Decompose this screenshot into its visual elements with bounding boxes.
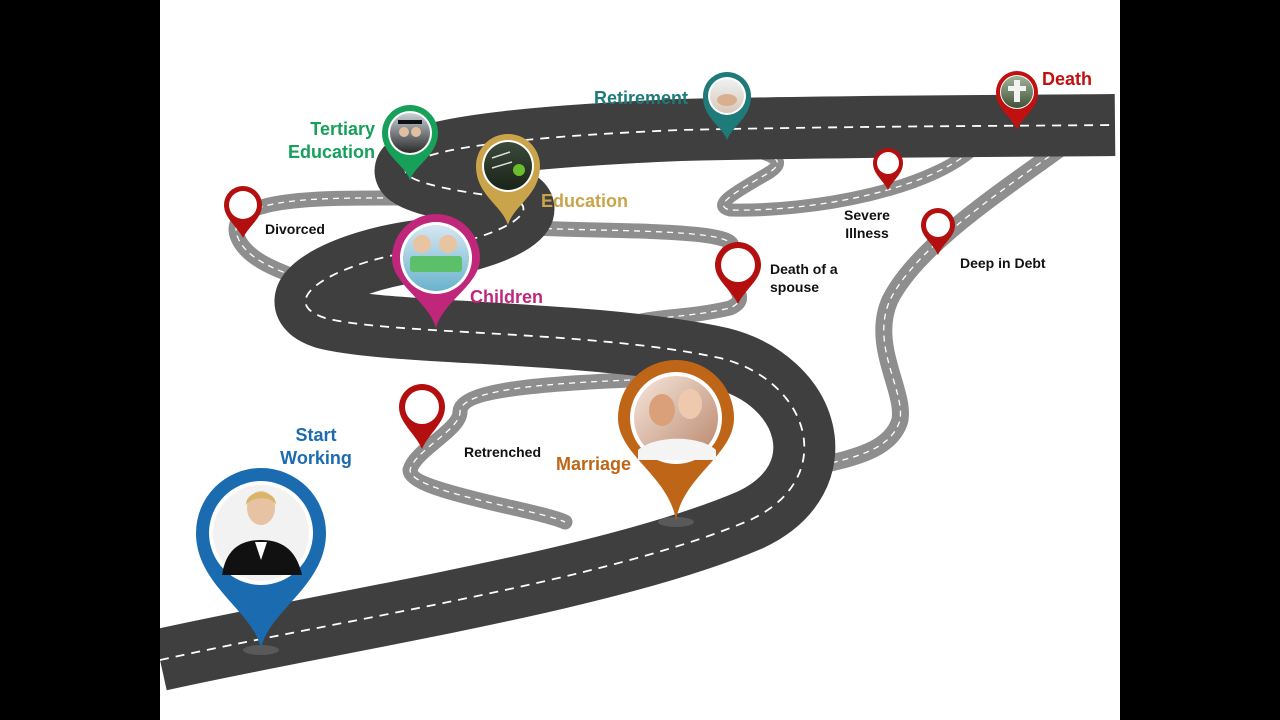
- pin-retrenched: [399, 384, 445, 449]
- children-photo-icon: [403, 225, 469, 291]
- label-tertiary-education: Tertiary Education: [287, 119, 375, 162]
- label-death-of-spouse: Death of a spouse: [770, 261, 838, 295]
- label-death: Death: [1042, 69, 1093, 89]
- label-education: Education: [541, 191, 629, 211]
- label-deep-in-debt: Deep in Debt: [960, 255, 1046, 271]
- side-road-deep-in-debt: [791, 121, 1094, 479]
- pin-retirement: [703, 72, 751, 140]
- label-severe-illness: Severe Illness: [844, 207, 890, 241]
- pin-divorced: [224, 186, 262, 238]
- elderly-hands-photo-icon: [710, 79, 744, 113]
- label-marriage: Marriage: [556, 454, 632, 474]
- pin-marriage: [618, 360, 734, 527]
- pin-start-working: [196, 468, 326, 655]
- road-map-diagram: [160, 71, 1116, 691]
- grave-cross-photo-icon: [1001, 76, 1033, 108]
- pin-severe-illness: [873, 148, 903, 190]
- pin-tertiary-education: [382, 105, 438, 180]
- pin-death: [996, 71, 1038, 130]
- graduates-photo-icon: [390, 113, 430, 153]
- side-road-retrenched: [402, 372, 638, 530]
- label-children: Children: [470, 287, 544, 307]
- label-divorced: Divorced: [265, 221, 325, 237]
- businesswoman-photo-icon: [213, 485, 309, 581]
- school-chalkboard-photo-icon: [484, 142, 532, 190]
- label-start-working: Start Working: [280, 425, 352, 468]
- label-retrenched: Retrenched: [464, 444, 542, 460]
- main-road: [160, 94, 1116, 691]
- pin-children: [392, 214, 480, 328]
- main-road-centre-line: [160, 124, 1116, 661]
- pin-death-of-spouse: [715, 242, 761, 304]
- pin-deep-in-debt: [921, 208, 955, 255]
- pin-education: [476, 134, 540, 225]
- label-retirement: Retirement: [594, 88, 689, 108]
- life-journey-slide: Start Working Tertiary Education Educati…: [160, 0, 1120, 720]
- couple-photo-icon: [634, 376, 718, 460]
